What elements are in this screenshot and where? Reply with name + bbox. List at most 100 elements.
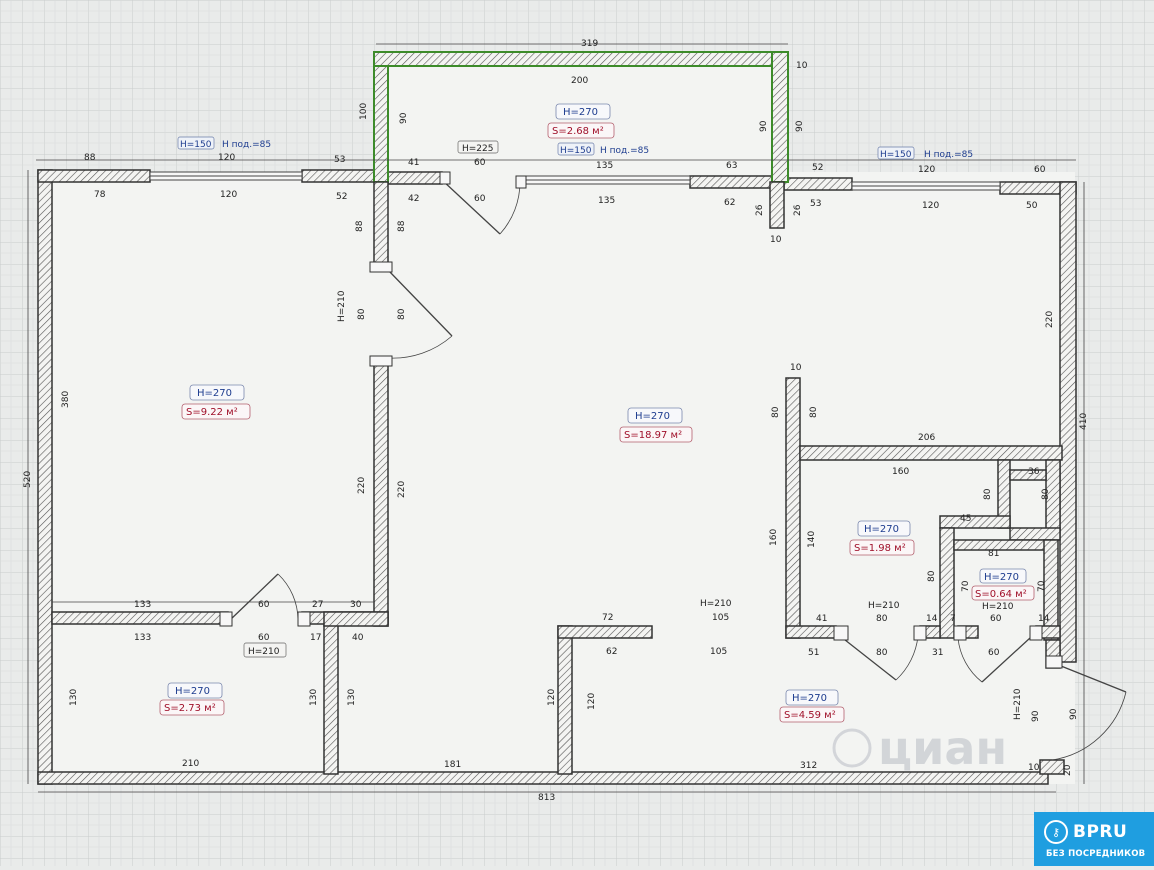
dim-entry-90: 90 (1031, 710, 1041, 722)
door-small-room-height: H=210 (248, 647, 280, 657)
dim-balcony-right-inner: 90 (759, 120, 769, 132)
dim-balcony-right: 90 (795, 120, 805, 132)
dim-inner-11: 120 (922, 201, 939, 211)
key-icon: ⚷ (1044, 820, 1068, 844)
watermark-text: циан (878, 721, 1007, 775)
dim-balcony-left-inner: 90 (399, 112, 409, 124)
dim-bottom-181: 181 (444, 760, 461, 770)
dim-hall-3: 14 (926, 614, 938, 624)
dim-mid-105b: 105 (710, 647, 727, 657)
balcony-door-leaf (441, 179, 501, 235)
dim-bottom-210: 210 (182, 759, 199, 769)
dim-right-80c: 80 (983, 488, 993, 500)
dim-mid-1: 133 (134, 600, 151, 610)
dim-top-6: 135 (596, 161, 613, 171)
dim-top-1: 88 (84, 153, 96, 163)
room-main-area: S=18.97 м² (624, 430, 682, 441)
windows (149, 171, 1001, 191)
door-hall-height: H=210 (700, 599, 732, 609)
dim-mid2-2: 60 (258, 633, 270, 643)
room-balcony-height: H=270 (563, 107, 598, 118)
dim-balcony-inner: 200 (571, 76, 588, 86)
dim-right-160v: 160 (769, 529, 779, 546)
dim-mid2-1: 133 (134, 633, 151, 643)
window-center-height: H=150 (560, 146, 592, 156)
dim-right-36: 36 (1028, 467, 1040, 477)
dim-top-7: 63 (726, 161, 737, 171)
dim-hall2-1: 51 (808, 648, 819, 658)
dim-right-206: 206 (918, 433, 935, 443)
room-small-left-area: S=2.73 м² (164, 703, 216, 714)
dim-balcony-left: 100 (359, 103, 369, 120)
room-labels: H=270 S=9.22 м² H=270 S=18.97 м² H=270 S… (159, 103, 1035, 723)
room-small-left-height: H=270 (175, 686, 210, 697)
room-hall-area: S=4.59 м² (784, 710, 836, 721)
dim-hall2-2: 80 (876, 648, 888, 658)
room-balcony-area: S=2.68 м² (552, 126, 604, 137)
dim-inner-5: 60 (474, 194, 486, 204)
dim-inner-9: 26 (793, 204, 803, 216)
dim-left-wall-top2: 88 (397, 220, 407, 232)
dim-balcony-outer: 319 (581, 39, 598, 49)
dim-v-120a: 120 (547, 689, 557, 706)
dim-hall2-4: 60 (988, 648, 1000, 658)
dim-right-70b: 70 (1037, 580, 1047, 592)
dim-hall-6: 14 (1038, 614, 1050, 624)
brand-badge[interactable]: ⚷ BPRU БЕЗ ПОСРЕДНИКОВ (1034, 812, 1154, 866)
dim-bottom-total: 813 (538, 793, 555, 803)
watermark-logo-icon (832, 728, 872, 768)
dim-top-2: 120 (218, 153, 235, 163)
room-bath-area: S=1.98 м² (854, 543, 906, 554)
dim-left-inner: 380 (61, 391, 71, 408)
dim-top-10: 60 (1034, 165, 1046, 175)
dim-mid2-3: 17 (310, 633, 321, 643)
dim-top-5: 60 (474, 158, 486, 168)
dim-wall-220b: 220 (397, 481, 407, 498)
dim-entry-90b: 90 (1069, 708, 1079, 720)
dim-mid-105: 105 (712, 613, 729, 623)
dim-hall-2: 80 (876, 614, 888, 624)
dim-top-4: 41 (408, 158, 419, 168)
door-labels: H=210 H=210 H=210 H=210 H=210 (243, 599, 1023, 720)
room-big-left-height: H=270 (197, 388, 232, 399)
dim-right-81: 81 (988, 549, 999, 559)
dim-v-130a: 130 (69, 689, 79, 706)
dim-mid-4: 30 (350, 600, 362, 610)
room-main-height: H=270 (635, 411, 670, 422)
window-right-height: H=150 (880, 150, 912, 160)
dim-right-70a: 70 (961, 580, 971, 592)
dim-right-80a: 80 (771, 406, 781, 418)
dim-right-80d: 80 (1041, 488, 1051, 500)
dim-mid-62: 62 (606, 647, 617, 657)
dim-hall2-3: 31 (932, 648, 943, 658)
dim-right-10: 10 (790, 363, 802, 373)
doors (229, 179, 1127, 761)
dim-balcony-wall: 10 (796, 61, 808, 71)
dim-hall-5: 60 (990, 614, 1002, 624)
dim-left-total: 520 (23, 471, 33, 488)
door-frames (219, 171, 1063, 669)
door-bath-height: H=210 (868, 601, 900, 611)
left-room-door-leaf (387, 269, 453, 337)
dim-col-10: 10 (770, 235, 782, 245)
dim-top-3: 53 (334, 155, 345, 165)
dim-inner-12: 50 (1026, 201, 1038, 211)
watermark: циан (832, 721, 1007, 775)
dim-inner-3: 52 (336, 192, 347, 202)
brand-name: BPRU (1073, 822, 1128, 842)
window-labels: H=150 H под.=85 H=150 H под.=85 H=150 H … (177, 136, 973, 160)
dim-right-45: 45 (960, 514, 971, 524)
dim-hall-4: 7 (950, 614, 956, 624)
dim-bottom-312: 312 (800, 761, 817, 771)
dim-entry-10: 10 (1028, 763, 1040, 773)
dim-inner-4: 42 (408, 194, 419, 204)
door-entry-height: H=210 (1013, 688, 1023, 720)
window-left-height: H=150 (180, 140, 212, 150)
dim-v-130c: 130 (347, 689, 357, 706)
dim-right-160: 160 (892, 467, 909, 477)
dimension-lines (27, 43, 1085, 793)
dim-inner-7: 62 (724, 198, 735, 208)
dim-mid-3: 27 (312, 600, 323, 610)
